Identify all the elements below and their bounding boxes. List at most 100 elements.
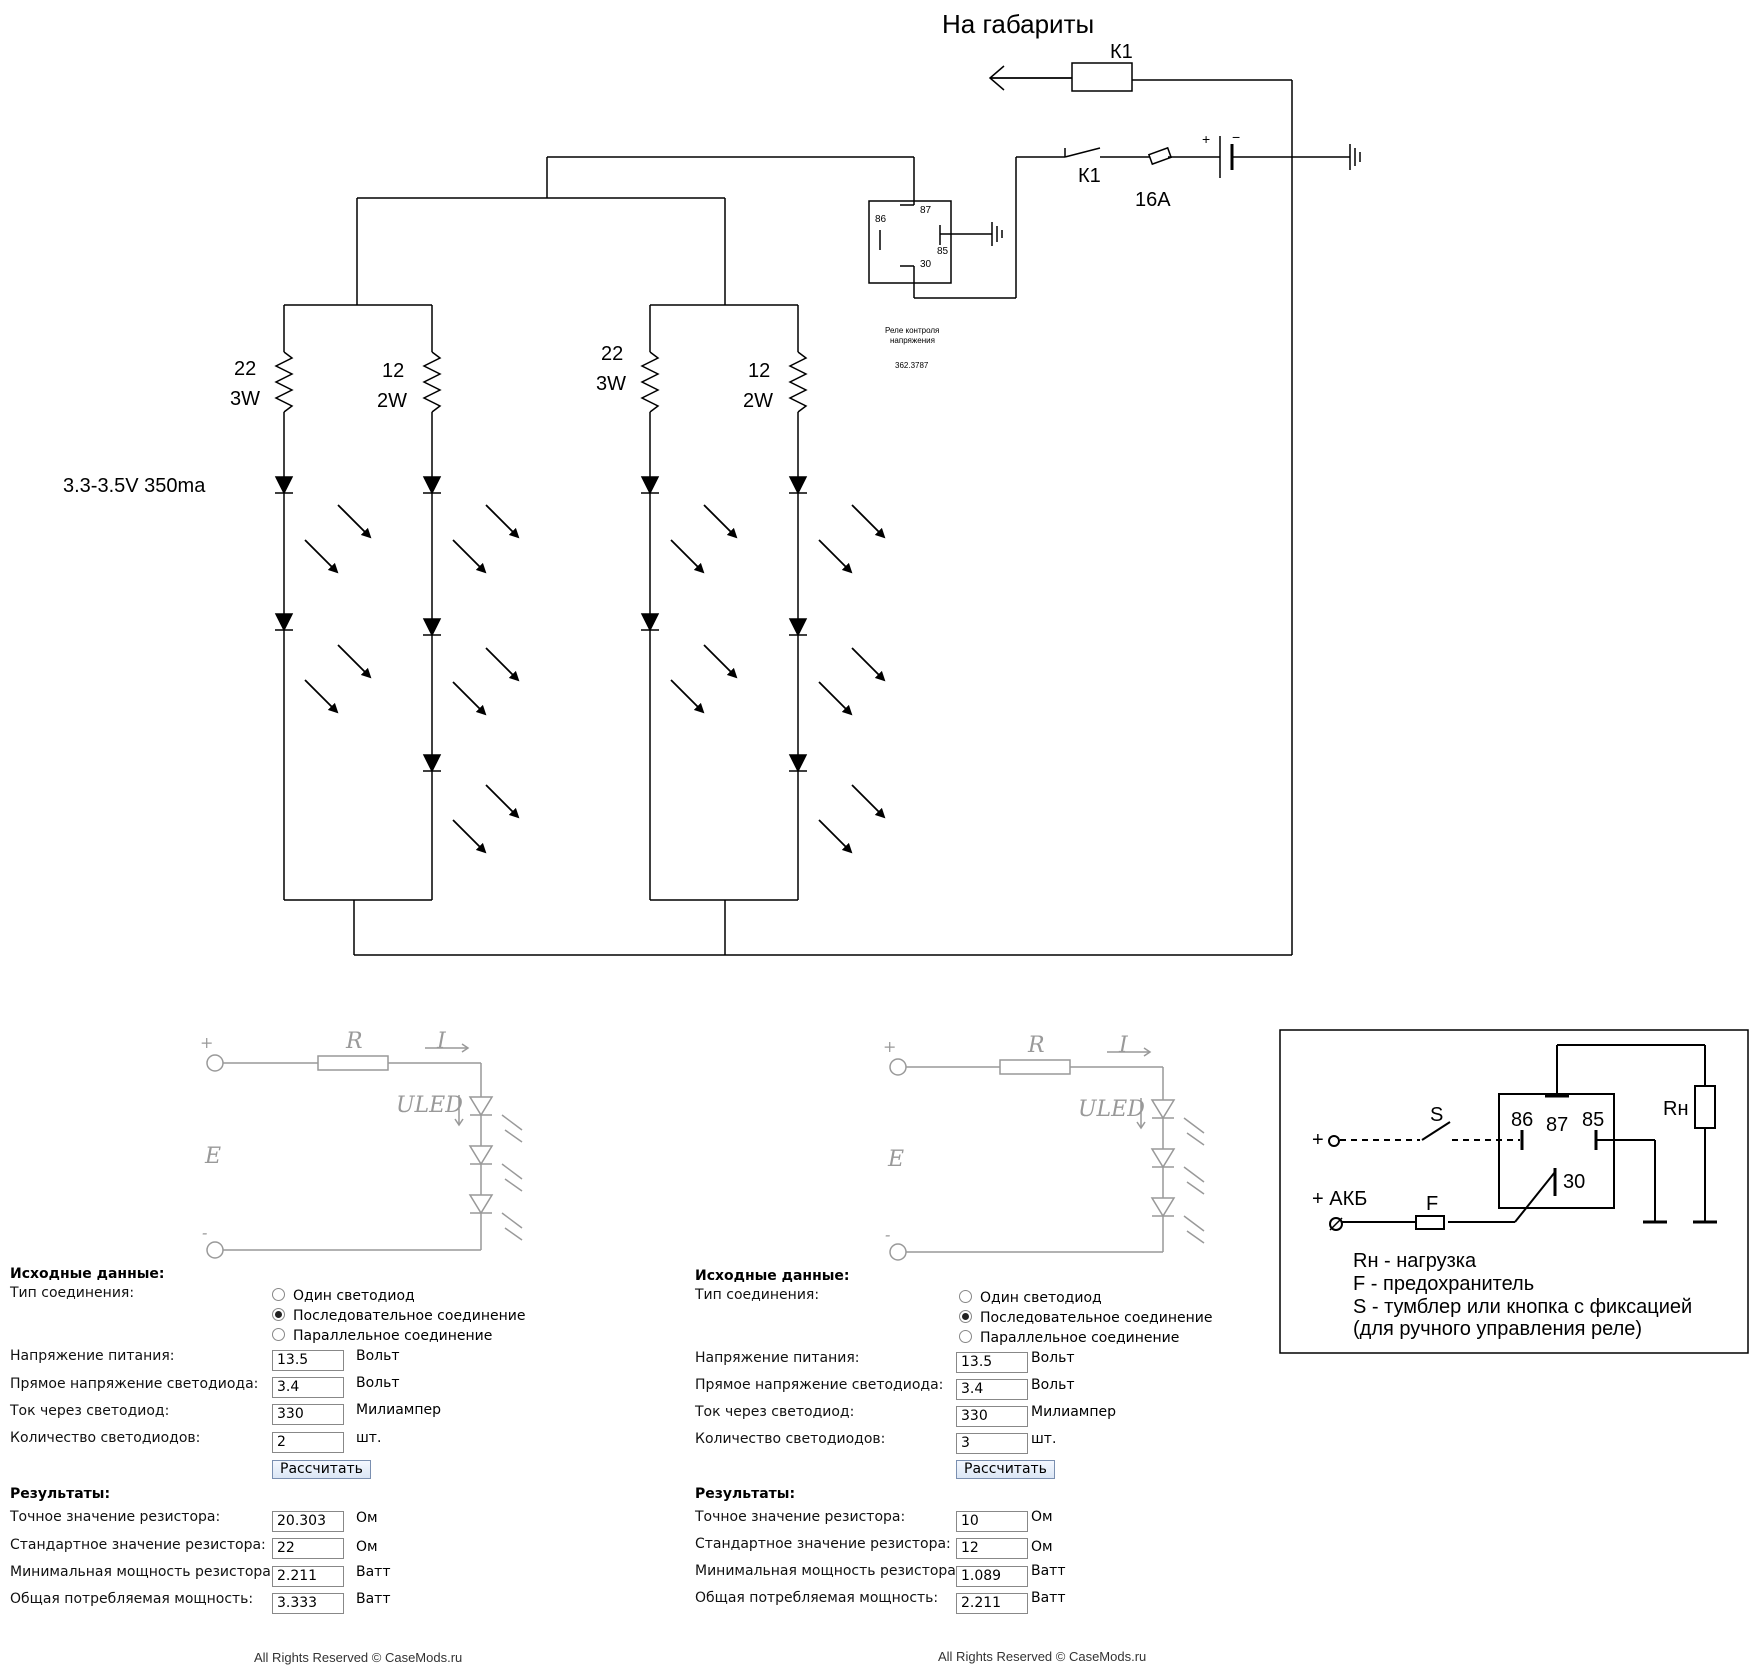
output-arrow (988, 65, 1005, 91)
count-input[interactable]: 3 (956, 1433, 1028, 1454)
forward-voltage-input[interactable]: 3.4 (272, 1377, 344, 1398)
radio-label: Последовательное соединение (293, 1308, 526, 1324)
unit: Ватт (1031, 1563, 1066, 1579)
radio-button[interactable] (272, 1328, 285, 1341)
resistor-col4 (788, 351, 808, 413)
relay-fuse (1415, 1215, 1445, 1230)
relay-pin-85: 85 (937, 246, 949, 257)
radio-single-led[interactable]: Один светодиод (959, 1290, 1102, 1306)
min-power-output[interactable]: 1.089 (956, 1566, 1028, 1587)
radio-parallel[interactable]: Параллельное соединение (959, 1330, 1179, 1346)
radio-button[interactable] (959, 1290, 972, 1303)
forward-voltage-input[interactable]: 3.4 (956, 1379, 1028, 1400)
unit: Милиампер (1031, 1404, 1117, 1420)
resistor-value: 22 (234, 358, 256, 380)
min-power-label: Минимальная мощность резистора: (10, 1564, 276, 1580)
current-input[interactable]: 330 (956, 1406, 1028, 1427)
relay-caption: 362.3787 (895, 361, 929, 370)
legend-load: Rн - нагрузка (1353, 1250, 1477, 1272)
relay-pin-87: 87 (1546, 1114, 1568, 1136)
calculate-button[interactable]: Рассчитать (272, 1460, 371, 1479)
resistor-value: 22 (601, 343, 623, 365)
results-header: Результаты: (10, 1486, 111, 1502)
schematic-plus: + (200, 1033, 213, 1052)
relay-box-frame (1279, 1029, 1749, 1354)
radio-label: Последовательное соединение (980, 1310, 1213, 1326)
count-label: Количество светодиодов: (695, 1431, 886, 1447)
forward-voltage-label: Прямое напряжение светодиода: (695, 1377, 944, 1393)
calculator-left: Исходные данные: Тип соединения: Один св… (10, 1262, 570, 1672)
radio-button[interactable] (959, 1330, 972, 1343)
battery-minus: − (1232, 129, 1240, 145)
schematic-r: R (1027, 1033, 1045, 1058)
supply-voltage-input[interactable]: 13.5 (272, 1350, 344, 1371)
unit: шт. (1031, 1431, 1057, 1447)
total-power-output[interactable]: 3.333 (272, 1593, 344, 1614)
schematic-i: I (1118, 1033, 1129, 1058)
count-label: Количество светодиодов: (10, 1430, 201, 1446)
radio-label: Один светодиод (980, 1290, 1102, 1306)
standard-resistor-label: Стандартное значение резистора: (695, 1536, 951, 1552)
standard-resistor-label: Стандартное значение резистора: (10, 1537, 266, 1553)
standard-resistor-output[interactable]: 12 (956, 1538, 1028, 1559)
radio-parallel[interactable]: Параллельное соединение (272, 1328, 492, 1344)
led-spec-label: 3.3-3.5V 350ma (63, 475, 206, 497)
min-power-label: Минимальная мощность резистора: (695, 1563, 961, 1579)
exact-resistor-output[interactable]: 20.303 (272, 1511, 344, 1532)
unit: Ватт (356, 1564, 391, 1580)
ground-symbol-relay (991, 222, 1003, 246)
unit: Ом (356, 1510, 378, 1526)
min-power-output[interactable]: 2.211 (272, 1566, 344, 1587)
schematic-minus: - (202, 1223, 207, 1242)
main-circuit-diagram: На габариты К1 К1 16А + − 86 87 85 30 Ре… (63, 9, 1361, 956)
legend-switch-note: (для ручного управления реле) (1353, 1318, 1642, 1340)
relay-pin-87: 87 (920, 205, 932, 216)
resistor-value: 12 (748, 360, 770, 382)
battery-plus: + (1202, 131, 1210, 147)
radio-series[interactable]: Последовательное соединение (959, 1310, 1212, 1326)
current-input[interactable]: 330 (272, 1404, 344, 1425)
title-gabarity: На габариты (942, 9, 1094, 39)
schematic-minus: - (885, 1225, 890, 1244)
plus-label: + (1312, 1129, 1324, 1151)
count-input[interactable]: 2 (272, 1432, 344, 1453)
radio-label: Параллельное соединение (293, 1328, 493, 1344)
input-header: Исходные данные: (10, 1266, 165, 1282)
fuse-16a (1147, 146, 1173, 166)
resistor-col2 (422, 351, 442, 413)
input-header: Исходные данные: (695, 1268, 850, 1284)
supply-voltage-input[interactable]: 13.5 (956, 1352, 1028, 1373)
total-power-label: Общая потребляемая мощность: (10, 1591, 254, 1607)
current-label: Ток через светодиод: (10, 1403, 170, 1419)
standard-resistor-output[interactable]: 22 (272, 1538, 344, 1559)
radio-label: Один светодиод (293, 1288, 415, 1304)
radio-single-led[interactable]: Один светодиод (272, 1288, 415, 1304)
relay-caption: напряжения (890, 336, 935, 345)
unit: Ватт (1031, 1590, 1066, 1606)
exact-resistor-output[interactable]: 10 (956, 1511, 1028, 1532)
ground-symbol-battery (1349, 144, 1361, 170)
total-power-output[interactable]: 2.211 (956, 1593, 1028, 1614)
fuse-label: F (1426, 1193, 1438, 1215)
supply-voltage-label: Напряжение питания: (695, 1350, 860, 1366)
unit: Ом (1031, 1539, 1053, 1555)
schematic-uled: ULED (396, 1093, 463, 1118)
schematic-e: E (204, 1144, 221, 1169)
radio-button[interactable] (272, 1288, 285, 1301)
connection-type-label: Тип соединения: (695, 1287, 820, 1303)
calculate-button[interactable]: Рассчитать (956, 1460, 1055, 1479)
radio-button[interactable] (959, 1310, 972, 1323)
relay-switch-s (1421, 1121, 1451, 1141)
radio-button[interactable] (272, 1308, 285, 1321)
schematic-uled: ULED (1078, 1097, 1145, 1122)
relay-pin-30: 30 (1563, 1171, 1585, 1193)
unit: Ватт (356, 1591, 391, 1607)
schematic-i: I (436, 1029, 447, 1054)
radio-series[interactable]: Последовательное соединение (272, 1308, 525, 1324)
unit: Вольт (1031, 1377, 1075, 1393)
resistor-power: 3W (230, 388, 260, 410)
forward-voltage-label: Прямое напряжение светодиода: (10, 1376, 259, 1392)
unit: Вольт (356, 1375, 400, 1391)
light-emission-arrows (304, 504, 886, 854)
exact-resistor-label: Точное значение резистора: (10, 1509, 221, 1525)
